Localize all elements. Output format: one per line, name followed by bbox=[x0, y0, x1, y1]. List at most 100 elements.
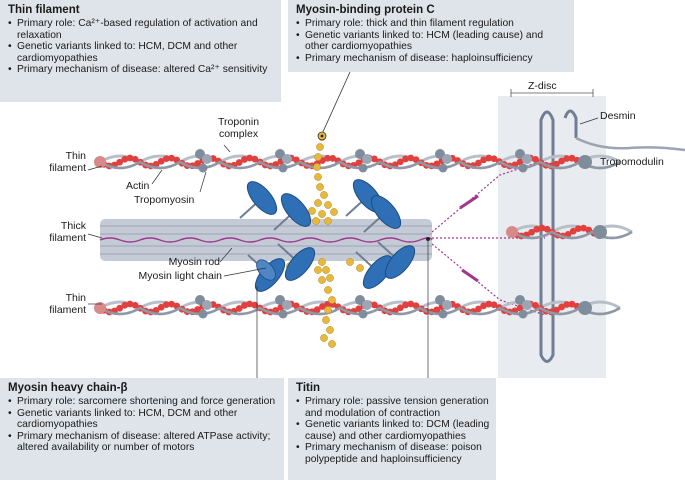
mybpc-domain bbox=[330, 208, 338, 216]
troponin-subunit bbox=[282, 154, 292, 164]
thick-filament-lines bbox=[100, 225, 432, 255]
mybpc-box-title: Myosin-binding protein C bbox=[296, 4, 435, 16]
myosin-head bbox=[384, 245, 416, 279]
troponin-subunit bbox=[275, 295, 285, 305]
desmin-strand bbox=[575, 136, 685, 152]
troponin-subunit bbox=[435, 149, 445, 159]
titin-springs bbox=[431, 159, 546, 316]
actin-monomer bbox=[241, 302, 248, 309]
myosin-light-chain bbox=[256, 259, 276, 281]
actin-monomer bbox=[568, 300, 576, 308]
troponin-subunit bbox=[518, 163, 528, 173]
filament-end-cap bbox=[578, 301, 592, 315]
troponin-subunit bbox=[515, 295, 525, 305]
label-thin-filament-bottom: Thin filament bbox=[49, 292, 86, 316]
label-thick-filament: Thick filament bbox=[49, 220, 86, 244]
actin-monomer bbox=[532, 302, 539, 309]
mybpc-domain bbox=[346, 258, 354, 266]
actin-monomer bbox=[163, 155, 170, 163]
actin-monomer bbox=[251, 301, 259, 309]
troponin-subunit bbox=[358, 309, 368, 319]
mybpc-domain bbox=[313, 163, 321, 171]
troponin-subunit bbox=[202, 300, 212, 310]
label-myosin-rod: Myosin rod bbox=[168, 256, 220, 268]
troponin-subunit bbox=[278, 309, 288, 319]
actin-monomer bbox=[168, 154, 176, 162]
actin-monomer bbox=[194, 160, 202, 167]
actin-monomer bbox=[131, 155, 139, 163]
actin-monomer bbox=[397, 158, 404, 166]
filament-end-cap bbox=[94, 302, 106, 314]
filament-end-cap bbox=[94, 156, 106, 168]
actin-monomer bbox=[251, 155, 259, 163]
actin-monomer bbox=[553, 160, 560, 168]
myosin-head bbox=[362, 255, 394, 289]
mybpc-domain bbox=[314, 153, 322, 161]
actin-monomer bbox=[569, 227, 577, 235]
mybpc-domain bbox=[356, 264, 364, 272]
mybpc-domain bbox=[316, 183, 324, 191]
actin-monomer bbox=[371, 155, 378, 163]
troponin-subunit bbox=[362, 154, 372, 164]
actin-monomer bbox=[480, 302, 487, 310]
troponin-subunit bbox=[275, 149, 285, 159]
tropomyosin-strand bbox=[511, 224, 633, 234]
mybpc-domain bbox=[314, 199, 322, 207]
actin-monomer bbox=[563, 301, 571, 308]
mybpc-domain bbox=[324, 201, 332, 209]
mybpc-end-dot bbox=[320, 134, 324, 138]
titin-role: Primary role: passive tension generation… bbox=[296, 396, 490, 419]
actin-monomer bbox=[116, 304, 123, 312]
mybpc-domain bbox=[318, 276, 326, 284]
actin-monomer bbox=[126, 300, 134, 308]
thin-filament-bottom bbox=[94, 295, 621, 319]
mybpc-leader-line bbox=[321, 71, 351, 135]
troponin-subunit bbox=[198, 163, 208, 173]
troponin-subunit bbox=[355, 295, 365, 305]
troponin-subunit bbox=[515, 149, 525, 159]
mybpc-domain bbox=[324, 306, 332, 314]
mybpc-domain bbox=[322, 316, 330, 324]
actin-monomer bbox=[246, 300, 254, 308]
actin-monomer bbox=[235, 305, 243, 312]
troponin-subunit bbox=[278, 163, 288, 173]
myosin-heavy-chain-variants: Genetic variants linked to: HCM, DCM and… bbox=[8, 408, 278, 431]
desmin-loop bbox=[539, 110, 555, 363]
actin-monomer bbox=[475, 159, 482, 167]
actin-monomer bbox=[293, 156, 300, 164]
actin-monomer bbox=[407, 300, 415, 308]
mybpc-domain bbox=[308, 207, 316, 215]
actin-monomer bbox=[194, 306, 202, 313]
actin-monomer bbox=[402, 301, 409, 309]
myosin-head bbox=[280, 193, 312, 227]
actin-monomer bbox=[241, 156, 248, 163]
mybpc-domain bbox=[328, 340, 336, 348]
troponin-subunit bbox=[362, 300, 372, 310]
actin-monomer bbox=[152, 160, 160, 168]
mybpc-variants: Genetic variants linked to: HCM (leading… bbox=[296, 30, 568, 53]
actin-monomer bbox=[116, 158, 123, 166]
thin-filament-mechanism: Primary mechanism of disease: altered Ca… bbox=[8, 64, 275, 76]
mybpc-domain bbox=[326, 326, 334, 334]
actin-monomer bbox=[371, 301, 378, 309]
myosin-heavy-chain-box-title: Myosin heavy chain-β bbox=[8, 382, 128, 394]
actin-monomer bbox=[246, 154, 254, 162]
mybpc-domain bbox=[316, 143, 324, 151]
thin-filament-box-title: Thin filament bbox=[8, 4, 80, 16]
thin-filament-variants: Genetic variants linked to: HCM, DCM and… bbox=[8, 41, 275, 64]
mybpc-box: Myosin-binding protein C Primary role: t… bbox=[288, 0, 574, 72]
actin-monomer bbox=[157, 303, 165, 311]
thin-filament-box: Thin filament Primary role: Ca²⁺-based r… bbox=[0, 0, 281, 102]
titin-box: Titin Primary role: passive tension gene… bbox=[288, 378, 496, 480]
mybpc-domain bbox=[320, 191, 328, 199]
actin-monomer bbox=[558, 303, 565, 311]
filament-end-cap bbox=[578, 155, 592, 169]
actin-monomer bbox=[564, 230, 572, 238]
mybpc-domain bbox=[318, 210, 326, 218]
mybpc-domain bbox=[324, 286, 332, 294]
mybpc-role: Primary role: thick and thin filament re… bbox=[296, 18, 568, 30]
actin-monomer bbox=[533, 225, 541, 233]
label-tropomyosin: Tropomyosin bbox=[134, 194, 195, 206]
actin-monomer bbox=[558, 157, 565, 165]
